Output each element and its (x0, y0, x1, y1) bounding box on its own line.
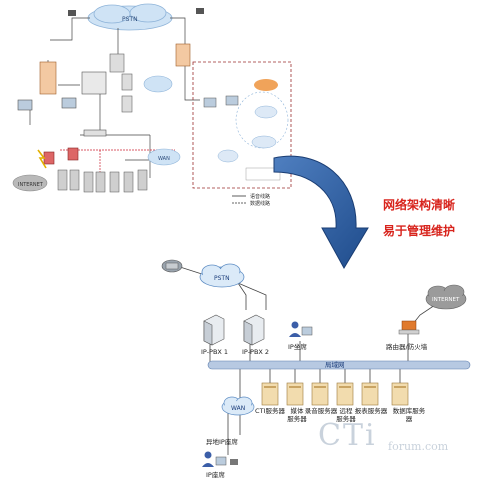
legacy-pstn-label: PSTN (122, 16, 138, 23)
branch-cloud (143, 75, 173, 93)
pbx-cabinet-icon (175, 43, 191, 67)
watermark-logo: CTi (318, 418, 377, 453)
wan-label: WAN (231, 405, 245, 412)
caption-easy-maintenance: 易于管理维护 (383, 224, 456, 238)
lan-bus-label: 局域网 (325, 360, 345, 369)
server-cabinet-icon (361, 382, 379, 406)
pbx-cabinet-icon (39, 61, 57, 95)
server-label-media: 媒体 服务器 (287, 407, 307, 423)
server-icon (121, 73, 133, 91)
server-icon (121, 95, 133, 113)
server-label-cti: CTI服务器 (255, 407, 285, 415)
server-label-recording: 录音服务器 (304, 407, 338, 415)
remote-ip-agent-icon (202, 451, 238, 467)
internet-cloud-legacy (12, 174, 48, 192)
pc-icon (203, 97, 217, 108)
orange-node (254, 79, 278, 91)
ip-network-diagram: PSTN INTERNET IP-PBX 1 IP-PBX 2 IP坐席 路由器… (161, 259, 471, 479)
pc-icon (225, 95, 239, 106)
wan-cloud-legacy (147, 148, 181, 166)
lightning-icon (37, 149, 47, 169)
server-cabinet-icon (391, 382, 409, 406)
server-cabinet-icon (286, 382, 304, 406)
legacy-network-diagram: PSTN INTERNET (12, 3, 292, 207)
blue-node (217, 149, 239, 163)
legacy-legend-box (245, 167, 281, 181)
server-cabinet-icon (336, 382, 354, 406)
server-label-report: 报表服务器 (354, 407, 388, 415)
pc-icon (17, 99, 33, 111)
pstn-cloud (199, 263, 245, 288)
remote-ip-phone-label: IP座席 (206, 470, 225, 479)
ip-agent-icon (289, 321, 313, 337)
ip-pbx-1-icon (203, 314, 225, 346)
phone-icon (196, 8, 204, 14)
legend-voice: 语音线路 (250, 193, 270, 200)
lan-bus (207, 360, 471, 370)
pc-icon (61, 97, 77, 109)
router-firewall-label: 路由器/防火墙 (386, 342, 428, 351)
pstn-cloud-legacy (87, 3, 173, 31)
server-icon (109, 53, 125, 73)
pstn-label: PSTN (214, 275, 230, 282)
remote-ip-agent-label: 异地IP座席 (206, 437, 238, 446)
router-firewall-icon (398, 320, 420, 335)
firewall-icon (43, 151, 55, 165)
watermark-domain: forum.com (388, 440, 449, 453)
branch-inner-cloud (235, 91, 289, 149)
phone-icon (68, 10, 76, 16)
switch-rack-icon (81, 71, 107, 95)
blue-node (251, 135, 277, 149)
server-cabinet-icon (261, 382, 279, 406)
blue-node (254, 105, 278, 119)
server-cabinet-icon (311, 382, 329, 406)
caption-clear-architecture: 网络架构清晰 (383, 198, 456, 212)
ip-pbx-2-icon (243, 314, 265, 346)
ip-pbx-1-label: IP-PBX 1 (201, 348, 228, 356)
transition-arrow-icon (273, 155, 369, 270)
legacy-server-row (57, 169, 148, 193)
internet-cloud (425, 284, 467, 310)
ip-agent-label: IP坐席 (288, 342, 307, 351)
server-label-database: 数据库服务器 (392, 407, 426, 423)
pstn-phone-icon (161, 259, 183, 273)
switch-icon (83, 129, 107, 137)
internet-label: INTERNET (432, 297, 460, 303)
legacy-wan-label: WAN (158, 156, 170, 162)
server-label-remote: 远程 服务器 (336, 407, 356, 423)
legacy-internet-label: INTERNET (18, 182, 44, 188)
legend-data: 数据线路 (250, 200, 270, 207)
firewall-icon (67, 147, 79, 161)
server-cabinet-row (261, 382, 409, 406)
ip-pbx-2-label: IP-PBX 2 (242, 348, 269, 356)
branch-dashed-box (192, 61, 292, 189)
wan-cloud (221, 396, 255, 416)
